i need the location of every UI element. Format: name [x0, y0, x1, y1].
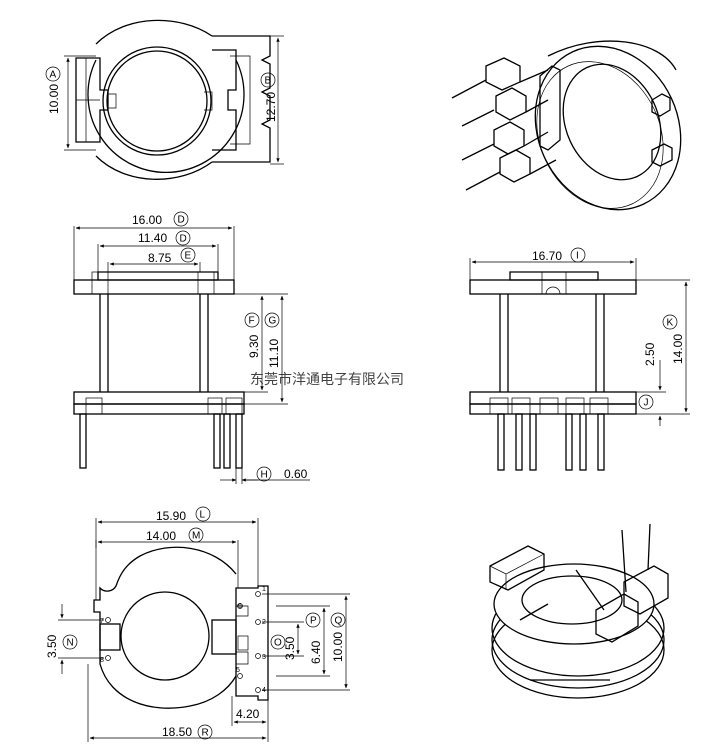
dim-r-s: 4.20 18.50 R — [87, 664, 269, 742]
dim-b: 12.70 B — [260, 35, 284, 165]
dim-l-value: 15.90 — [156, 509, 186, 523]
dim-i: 16.70 I — [469, 247, 637, 280]
dim-e-value: 8.75 — [148, 251, 172, 265]
dim-a-value: 10.00 — [47, 84, 61, 114]
dim-p-value: 6.40 — [309, 640, 323, 664]
side-view — [469, 271, 637, 471]
dim-e: 8.75 E — [107, 247, 201, 272]
dim-a: 10.00 A — [45, 55, 96, 151]
dim-g-value: 11.10 — [267, 339, 281, 368]
dim-e-letter: E — [185, 251, 192, 262]
pin-7: 7 — [100, 618, 104, 625]
dim-i-value: 16.70 — [532, 249, 562, 263]
dim-q-value: 10.00 — [331, 632, 345, 662]
dim-g-letter: G — [269, 316, 277, 327]
dim-c-letter: D — [178, 215, 185, 226]
iso-view-bottom — [489, 523, 669, 699]
dim-m-letter: M — [192, 531, 200, 542]
dim-m: 14.00 M — [95, 527, 239, 588]
dim-o-p-q: 3.50 6.40 10.00 O P Q — [262, 593, 350, 691]
dim-n-value: 3.50 — [45, 634, 59, 658]
front-view — [73, 271, 245, 469]
dim-c: 16.00 D — [73, 211, 235, 280]
pin-1: 1 — [262, 586, 266, 593]
dim-c-value: 16.00 — [132, 213, 162, 227]
dim-l: 15.90 L — [95, 506, 259, 600]
dim-n-letter: N — [67, 638, 74, 649]
pin-5: 5 — [236, 667, 240, 674]
pin-3: 3 — [262, 654, 266, 661]
dim-p-letter: P — [310, 616, 317, 627]
dim-h-letter: H — [261, 470, 268, 481]
dim-q-letter: Q — [335, 616, 343, 627]
dim-i-letter: I — [576, 251, 579, 262]
dim-n: 3.50 N — [45, 604, 104, 674]
pin-8: 8 — [100, 657, 104, 664]
dim-s-value: 4.20 — [236, 707, 260, 721]
dim-b-letter: B — [265, 76, 272, 87]
dim-k: 14.00 2.50 K J — [636, 279, 690, 426]
dim-l-letter: L — [200, 510, 206, 521]
dim-f-g: 9.30 11.10 F G — [234, 293, 288, 405]
pin-4: 4 — [262, 687, 266, 694]
dim-o-letter: O — [274, 638, 282, 649]
bottom-view: 1 2 3 4 5 6 7 8 — [93, 546, 269, 709]
pin-2: 2 — [262, 619, 266, 626]
watermark-text: 东莞市洋通电子有限公司 — [250, 371, 404, 388]
dim-d: 11.40 D — [97, 230, 219, 272]
dim-a-letter: A — [50, 70, 57, 81]
dim-j-letter: J — [644, 398, 649, 409]
dim-b-value: 12.70 — [264, 92, 278, 122]
dim-d-letter: D — [180, 234, 187, 245]
dim-k-value: 14.00 — [671, 334, 685, 364]
dim-d-value: 11.40 — [138, 231, 167, 245]
top-view — [75, 19, 271, 180]
dim-h: H 0.60 — [220, 466, 310, 484]
iso-view-top — [451, 40, 682, 211]
dim-k-letter: K — [667, 318, 674, 329]
pin-6: 6 — [238, 603, 242, 610]
dim-f-value: 9.30 — [247, 334, 261, 358]
dim-f-letter: F — [249, 316, 255, 327]
dim-r-letter: R — [202, 728, 209, 739]
dim-r-value: 18.50 — [162, 725, 192, 739]
dim-o-value: 3.50 — [283, 636, 297, 660]
dim-h-value: 0.60 — [284, 467, 308, 481]
dim-m-value: 14.00 — [146, 529, 176, 543]
dim-k2-value: 2.50 — [643, 342, 657, 366]
